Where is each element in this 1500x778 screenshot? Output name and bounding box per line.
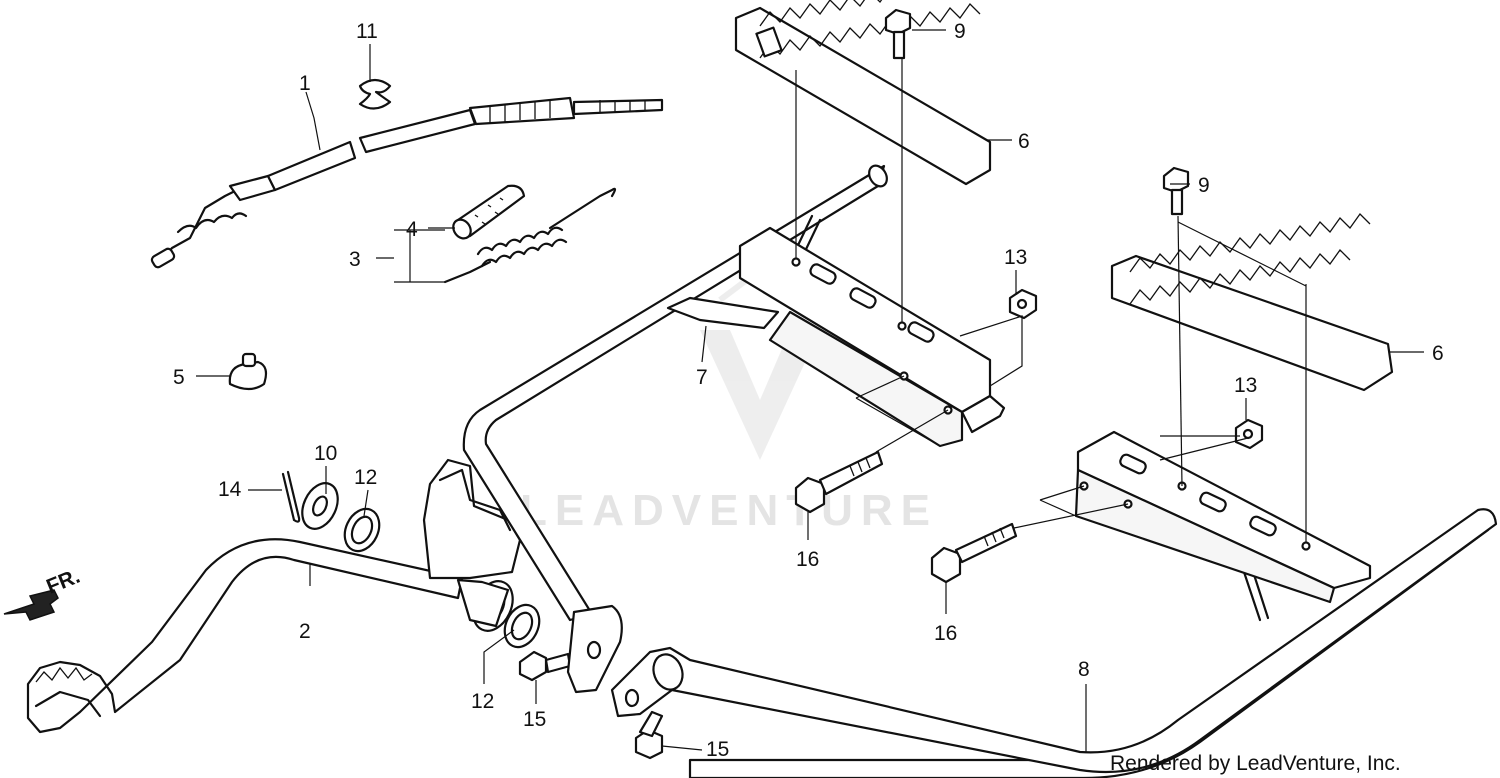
oil-seal-lower (503, 603, 541, 649)
callout-9-lower: 9 (1198, 174, 1210, 197)
callout-4: 4 (406, 218, 418, 241)
step-frame (462, 164, 1498, 778)
flange-nut-lower (1234, 418, 1264, 450)
render-credit: Rendered by LeadVenture, Inc. (1110, 752, 1401, 775)
foot-step-upper (734, 0, 992, 186)
callout-9-upper: 9 (954, 20, 966, 43)
step-bolt-lower (1162, 166, 1190, 216)
rubber-sleeve (452, 184, 526, 240)
callout-13-lower: 13 (1234, 374, 1257, 397)
brake-cable (150, 96, 664, 269)
callout-16-lower: 16 (934, 622, 957, 645)
callout-12-upper: 12 (354, 466, 377, 489)
leader-lines (196, 29, 1424, 752)
watermark-text: LEADVENTURE (520, 486, 938, 535)
front-direction-arrow (3, 589, 59, 621)
callout-8: 8 (1078, 658, 1090, 681)
callout-11: 11 (356, 20, 378, 43)
return-spring (443, 187, 617, 284)
rubber-cap (228, 352, 268, 391)
callout-3: 3 (349, 248, 361, 271)
callout-15-upper: 15 (523, 708, 546, 731)
flange-nut-upper (1008, 288, 1038, 320)
callout-2: 2 (299, 620, 311, 643)
oil-seal-upper (343, 507, 381, 553)
front-direction-label: FR. (43, 565, 83, 599)
callout-13-upper: 13 (1004, 246, 1027, 269)
callout-15-lower: 15 (706, 738, 729, 761)
cable-clip (358, 78, 392, 110)
callout-10: 10 (314, 442, 337, 465)
flange-bolt-upper (518, 650, 572, 682)
callout-5: 5 (173, 366, 185, 389)
callout-labels: 1 2 3 4 5 6 6 7 8 9 9 10 11 12 12 13 13 … (173, 20, 1444, 761)
callout-16-upper: 16 (796, 548, 819, 571)
callout-6-lower: 6 (1432, 342, 1444, 365)
brake-pedal (26, 458, 522, 734)
step-bracket-upper (666, 226, 1006, 448)
callout-1: 1 (299, 72, 311, 95)
long-bolt-upper (794, 450, 884, 514)
step-bolt-upper (884, 8, 912, 60)
callout-14: 14 (218, 478, 242, 501)
long-bolt-lower (930, 522, 1018, 584)
flange-bolt-lower (634, 710, 664, 760)
step-bracket-lower (1074, 430, 1372, 604)
callout-12-lower: 12 (471, 690, 494, 713)
callout-7: 7 (696, 366, 708, 389)
foot-step-lower (1110, 212, 1394, 392)
cotter-pin (281, 470, 301, 523)
callout-6-upper: 6 (1018, 130, 1030, 153)
washer (301, 482, 339, 530)
